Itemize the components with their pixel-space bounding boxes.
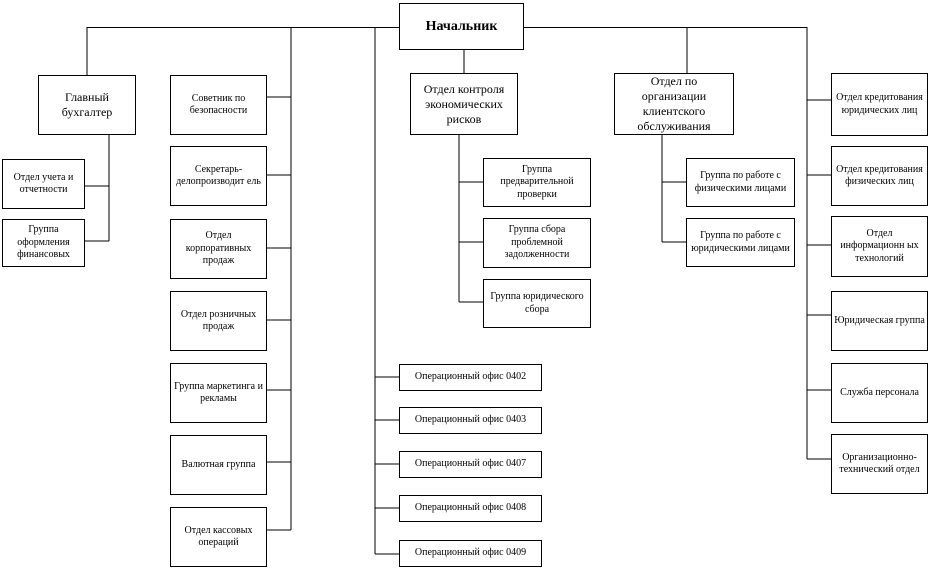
operational-office-0407: Операционный офис 0407 [399,451,542,478]
operational-office-0402: Операционный офис 0402 [399,364,542,391]
secretary-box: Секретарь-делопроизводит ель [170,146,267,206]
security-advisor-label: Советник по безопасности [189,92,248,117]
individuals-group-label: Группа по работе с физическими лицами [694,170,787,194]
client-service-label: Отдел по организации клиентского обслужи… [637,74,711,133]
marketing-group-label: Группа маркетинга и рекламы [174,380,263,405]
client-service-box: Отдел по организации клиентского обслужи… [614,73,734,135]
finance-group-box: Группа оформления финансовых [2,219,85,267]
corporate-sales-box: Отдел корпоративных продаж [170,219,267,279]
currency-group-label: Валютная группа [181,458,256,470]
retail-sales-label: Отдел розничных продаж [180,308,257,333]
operational-office-0409-label: Операционный офис 0409 [414,547,527,559]
accounting-dept-box: Отдел учета и отчетности [2,159,85,209]
corporate-lending-box: Отдел кредитования юридических лиц [831,73,928,136]
legal-entities-group-label: Группа по работе с юридическими лицами [691,230,790,254]
chief-label: Начальник [425,18,498,34]
retail-sales-box: Отдел розничных продаж [170,291,267,351]
prelim-check-group-box: Группа предварительной проверки [483,158,591,207]
cash-operations-box: Отдел кассовых операций [170,507,267,567]
operational-office-0409: Операционный офис 0409 [399,540,542,567]
hr-service-label: Служба персонала [840,386,919,398]
secretary-label: Секретарь-делопроизводит ель [176,163,261,188]
retail-lending-label: Отдел кредитования физических лиц [836,163,923,188]
individuals-group-box: Группа по работе с физическими лицами [686,158,795,207]
legal-entities-group-box: Группа по работе с юридическими лицами [686,218,795,267]
cash-operations-label: Отдел кассовых операций [184,524,253,549]
chief-box: Начальник [399,3,524,50]
legal-group-label: Юридическая группа [834,314,925,326]
problem-debt-group-box: Группа сбора проблемной задолженности [483,218,591,268]
chief-accountant-box: Главный бухгалтер [38,75,136,135]
org-tech-dept-label: Организационно-технический отдел [839,451,920,476]
it-dept-label: Отдел информационн ых технологий [840,227,919,264]
corporate-sales-label: Отдел корпоративных продаж [185,230,252,267]
legal-collection-group-label: Группа юридического сбора [490,291,584,315]
risk-control-label: Отдел контроля экономических рисков [423,81,505,126]
it-dept-box: Отдел информационн ых технологий [831,216,928,277]
corporate-lending-label: Отдел кредитования юридических лиц [836,92,923,116]
legal-collection-group-box: Группа юридического сбора [483,279,591,328]
operational-office-0403-label: Операционный офис 0403 [414,414,527,426]
operational-office-0407-label: Операционный офис 0407 [414,458,527,470]
prelim-check-group-label: Группа предварительной проверки [500,163,574,200]
problem-debt-group-label: Группа сбора проблемной задолженности [504,224,570,261]
chief-accountant-label: Главный бухгалтер [61,90,113,119]
security-advisor-box: Советник по безопасности [170,75,267,135]
operational-office-0403: Операционный офис 0403 [399,407,542,434]
finance-group-label: Группа оформления финансовых [17,224,70,261]
operational-office-0408-label: Операционный офис 0408 [414,502,527,514]
hr-service-box: Служба персонала [831,363,928,423]
org-tech-dept-box: Организационно-технический отдел [831,434,928,494]
legal-group-box: Юридическая группа [831,291,928,351]
accounting-dept-label: Отдел учета и отчетности [13,171,74,196]
currency-group-box: Валютная группа [170,435,267,495]
operational-office-0408: Операционный офис 0408 [399,495,542,522]
operational-office-0402-label: Операционный офис 0402 [414,371,527,383]
retail-lending-box: Отдел кредитования физических лиц [831,146,928,206]
risk-control-box: Отдел контроля экономических рисков [410,73,518,135]
marketing-group-box: Группа маркетинга и рекламы [170,363,267,423]
